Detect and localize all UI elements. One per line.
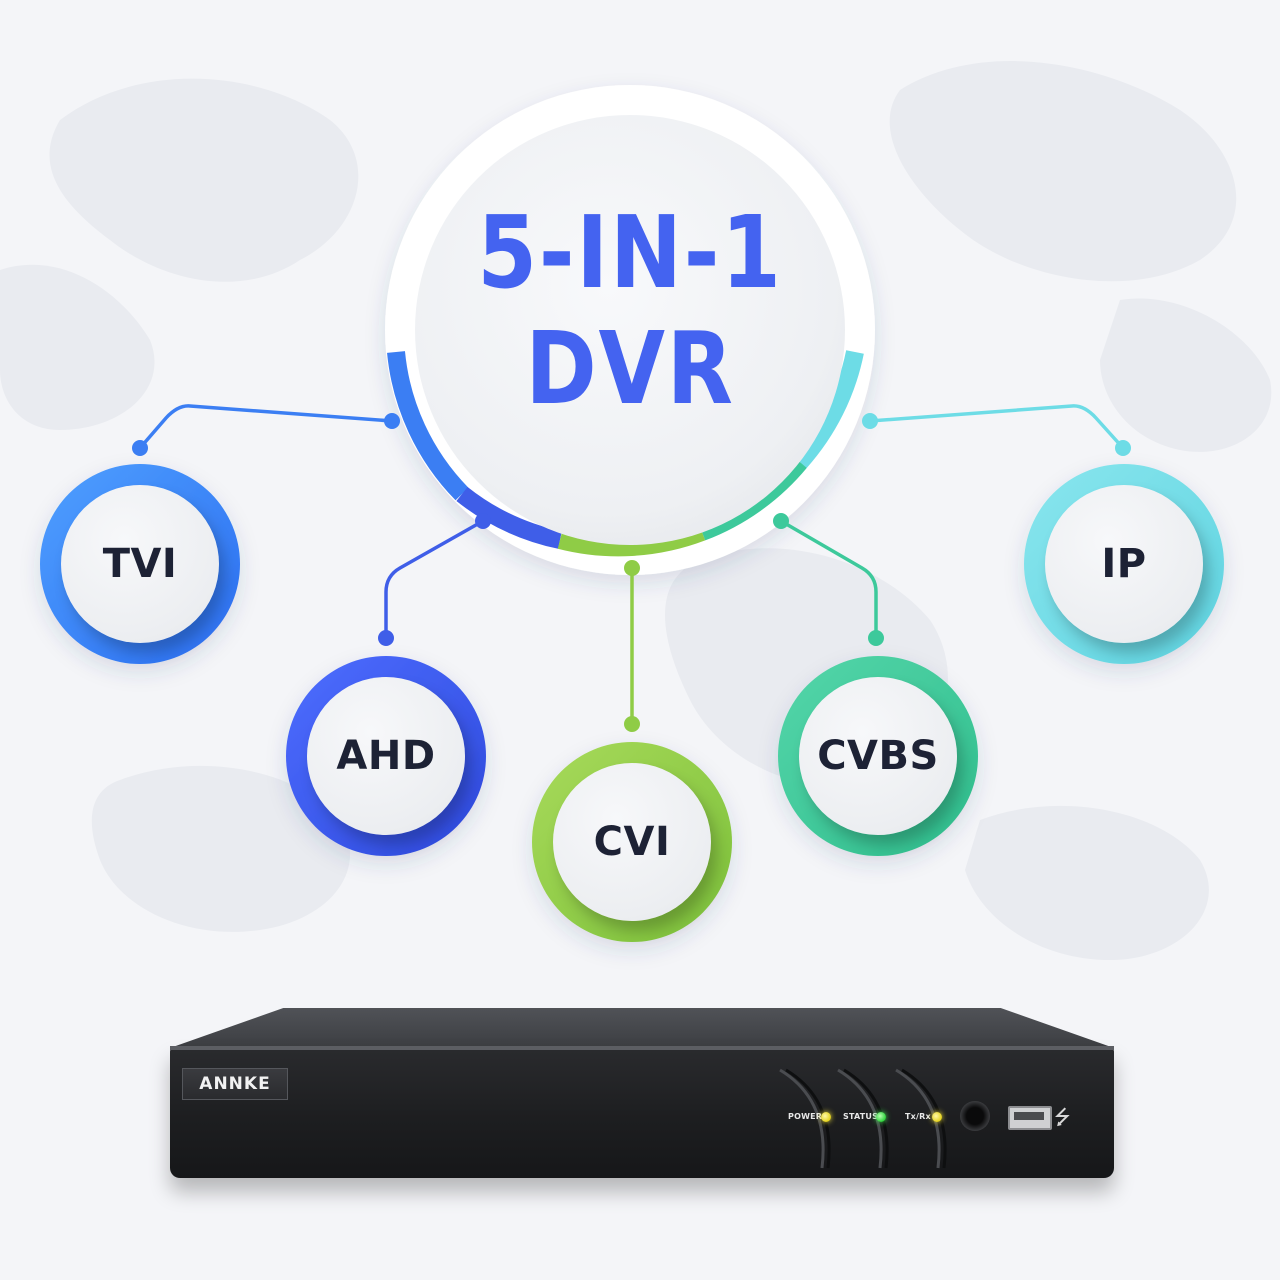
usb-icon: ⭍ bbox=[1054, 1105, 1071, 1129]
brand-plate: ANNKE bbox=[182, 1068, 288, 1100]
connector-tvi bbox=[138, 404, 393, 450]
format-label-ip: IP bbox=[1101, 541, 1147, 587]
hub-title-line1: 5-IN-1 bbox=[477, 194, 783, 311]
dvr-edge-highlight bbox=[170, 1046, 1114, 1050]
format-cvbs: CVBS bbox=[799, 677, 957, 835]
brand-logo: ANNKE bbox=[199, 1074, 271, 1094]
format-label-ahd: AHD bbox=[336, 733, 436, 779]
format-label-cvbs: CVBS bbox=[817, 733, 939, 779]
format-label-tvi: TVI bbox=[102, 541, 178, 587]
dvr-top-panel bbox=[170, 1008, 1114, 1048]
hub-title-line2: DVR bbox=[525, 310, 735, 427]
connectors bbox=[138, 404, 1125, 724]
indicator-label-status: STATUS bbox=[843, 1112, 879, 1121]
format-label-cvi: CVI bbox=[593, 819, 671, 865]
format-cvi: CVI bbox=[553, 763, 711, 921]
usb-port bbox=[1008, 1106, 1052, 1130]
map-background bbox=[0, 61, 1272, 960]
hub-title: 5-IN-1 DVR bbox=[445, 195, 815, 427]
status-led-icon bbox=[876, 1112, 886, 1122]
connector-ahd bbox=[384, 519, 484, 638]
ir-receiver-icon bbox=[960, 1101, 990, 1131]
dvr-front-panel bbox=[170, 1046, 1114, 1178]
connector-dots bbox=[132, 413, 1131, 732]
hub-disc bbox=[415, 115, 845, 545]
txrx-led-icon bbox=[932, 1112, 942, 1122]
power-led-icon bbox=[821, 1112, 831, 1122]
indicator-label-power: POWER bbox=[788, 1112, 823, 1121]
connector-cvbs bbox=[780, 519, 878, 638]
connector-ip bbox=[869, 404, 1125, 450]
format-ahd: AHD bbox=[307, 677, 465, 835]
indicator-label-txrx: Tx/Rx bbox=[905, 1112, 931, 1121]
format-ip: IP bbox=[1045, 485, 1203, 643]
format-tvi: TVI bbox=[61, 485, 219, 643]
